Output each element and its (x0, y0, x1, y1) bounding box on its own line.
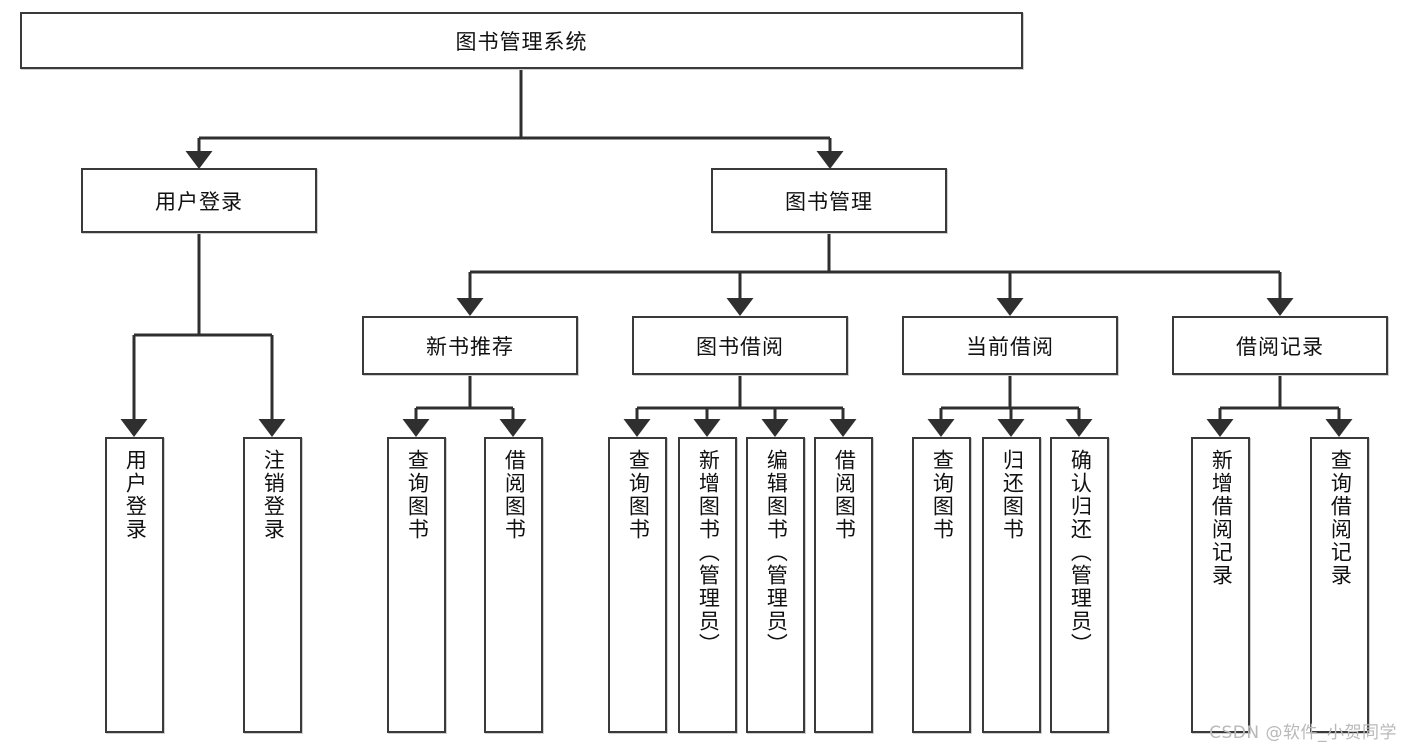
node-label: 查询图书 (930, 449, 955, 541)
node-label: 新增图书（管理员） (696, 449, 721, 656)
node-label: 图书管理系统 (455, 29, 588, 54)
node-label: 借阅记录 (1236, 334, 1324, 359)
node-book-borrow[interactable]: 图书借阅 (632, 316, 848, 375)
node-bb-borrow-book[interactable]: 借阅图书 (814, 437, 873, 733)
node-bb-edit-book[interactable]: 编辑图书（管理员） (746, 437, 805, 733)
node-label: 当前借阅 (966, 334, 1054, 359)
node-user-login-leaf[interactable]: 用户登录 (105, 437, 164, 733)
node-label: 归还图书 (1000, 449, 1025, 541)
node-label: 编辑图书（管理员） (764, 449, 789, 656)
node-new-book-recommend[interactable]: 新书推荐 (362, 316, 578, 375)
node-cb-return-book[interactable]: 归还图书 (982, 437, 1041, 733)
node-label: 注销登录 (261, 449, 286, 541)
node-br-add-record[interactable]: 新增借阅记录 (1191, 437, 1250, 733)
node-borrow-record[interactable]: 借阅记录 (1172, 316, 1388, 375)
node-cb-confirm-return[interactable]: 确认归还（管理员） (1050, 437, 1109, 733)
node-book-manage[interactable]: 图书管理 (711, 168, 947, 233)
node-nb-borrow-book[interactable]: 借阅图书 (484, 437, 543, 733)
node-cb-query-book[interactable]: 查询图书 (912, 437, 971, 733)
node-user-logout-leaf[interactable]: 注销登录 (243, 437, 302, 733)
node-label: 查询借阅记录 (1328, 449, 1353, 587)
node-label: 确认归还（管理员） (1068, 449, 1093, 656)
node-bb-query-book[interactable]: 查询图书 (608, 437, 667, 733)
node-label: 查询图书 (626, 449, 651, 541)
node-label: 图书管理 (785, 189, 873, 214)
node-label: 用户登录 (123, 449, 148, 541)
watermark: CSDN @软件_小贺同学 (1209, 723, 1397, 743)
node-user-login[interactable]: 用户登录 (81, 168, 317, 233)
node-br-query-record[interactable]: 查询借阅记录 (1310, 437, 1369, 733)
node-root[interactable]: 图书管理系统 (20, 12, 1023, 69)
node-label: 查询图书 (405, 449, 430, 541)
node-label: 借阅图书 (502, 449, 527, 541)
node-label: 新增借阅记录 (1209, 449, 1234, 587)
node-nb-query-book[interactable]: 查询图书 (387, 437, 446, 733)
node-label: 用户登录 (155, 189, 243, 214)
node-label: 新书推荐 (426, 334, 514, 359)
node-label: 借阅图书 (832, 449, 857, 541)
node-label: 图书借阅 (696, 334, 784, 359)
node-current-borrow[interactable]: 当前借阅 (902, 316, 1118, 375)
node-bb-add-book[interactable]: 新增图书（管理员） (678, 437, 737, 733)
